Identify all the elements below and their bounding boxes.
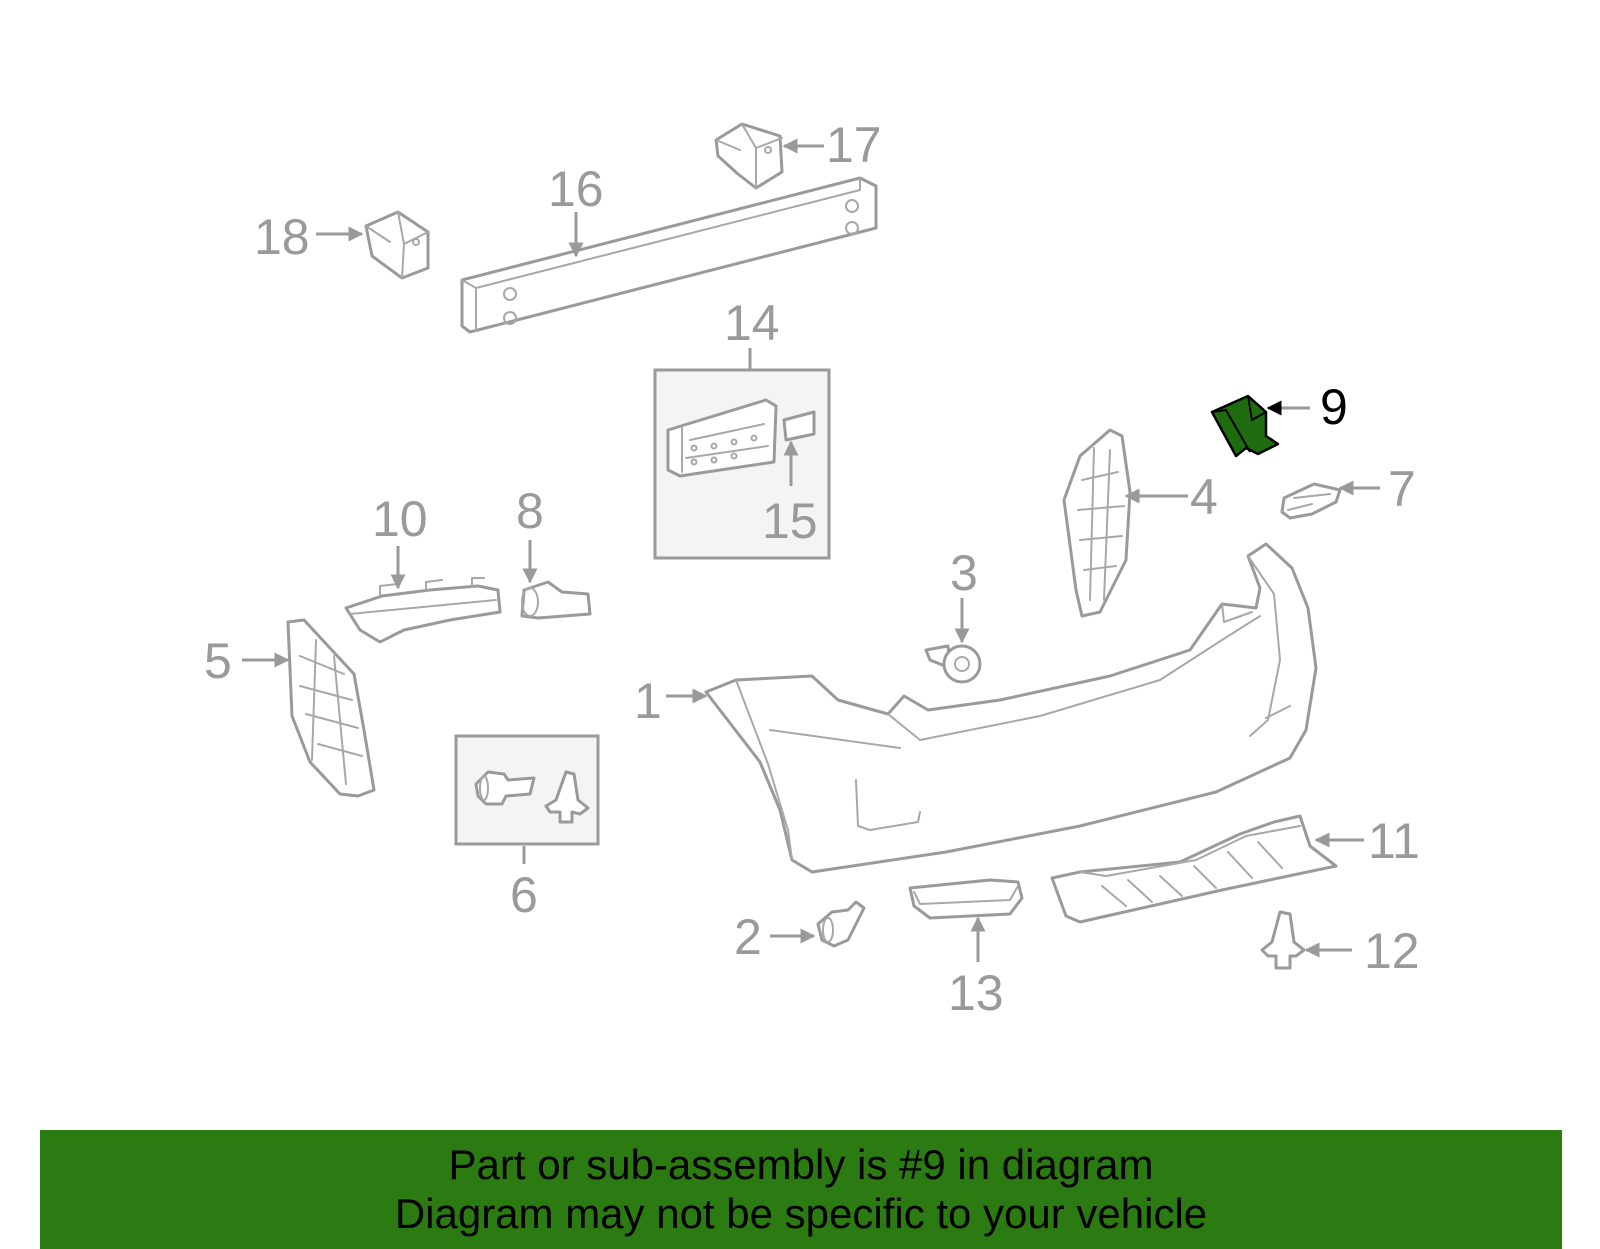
callout-15: 15 — [762, 493, 818, 549]
callout-17: 17 — [826, 117, 882, 173]
part-10-bracket — [344, 577, 502, 644]
banner-line-2: Diagram may not be specific to your vehi… — [394, 1190, 1208, 1237]
part-18-bracket — [364, 210, 430, 280]
callout-3: 3 — [950, 545, 978, 601]
callout-9: 9 — [1320, 379, 1348, 435]
part-12-clip — [1260, 910, 1306, 970]
part-4-grille — [1062, 428, 1132, 618]
info-banner: Part or sub-assembly is #9 in diagram Di… — [40, 1130, 1562, 1249]
callout-16: 16 — [548, 161, 604, 217]
part-7-retainer — [1280, 482, 1342, 520]
part-13-reflector — [908, 878, 1024, 920]
part-3-grommet — [924, 644, 982, 684]
leader-lines — [242, 138, 1380, 962]
callout-7: 7 — [1388, 461, 1416, 517]
part-14-box — [653, 368, 831, 560]
callout-13: 13 — [948, 965, 1004, 1021]
part-5-grille — [286, 618, 376, 798]
callout-labels: 1 2 3 4 5 6 7 8 9 10 11 12 13 14 15 16 1… — [204, 117, 1420, 1021]
callout-11: 11 — [1368, 813, 1420, 869]
callout-8: 8 — [516, 483, 544, 539]
part-6-box — [454, 734, 600, 846]
callout-12: 12 — [1364, 923, 1420, 979]
part-11-diffuser — [1050, 814, 1338, 924]
banner-line-1: Part or sub-assembly is #9 in diagram — [448, 1141, 1154, 1188]
callout-10: 10 — [372, 491, 428, 547]
callout-5: 5 — [204, 633, 232, 689]
callout-18: 18 — [254, 209, 310, 265]
part-1-bumper-cover — [704, 542, 1318, 874]
part-17-bracket — [714, 122, 784, 190]
callout-4: 4 — [1190, 469, 1218, 525]
part-2-clip — [816, 900, 866, 948]
part-9-highlighted — [1210, 394, 1280, 458]
callout-14: 14 — [724, 295, 780, 351]
callout-2: 2 — [734, 909, 762, 965]
part-16-reinforcement — [460, 176, 878, 334]
callout-6: 6 — [510, 867, 538, 923]
part-8-clip — [520, 580, 592, 620]
callout-1: 1 — [634, 673, 662, 729]
